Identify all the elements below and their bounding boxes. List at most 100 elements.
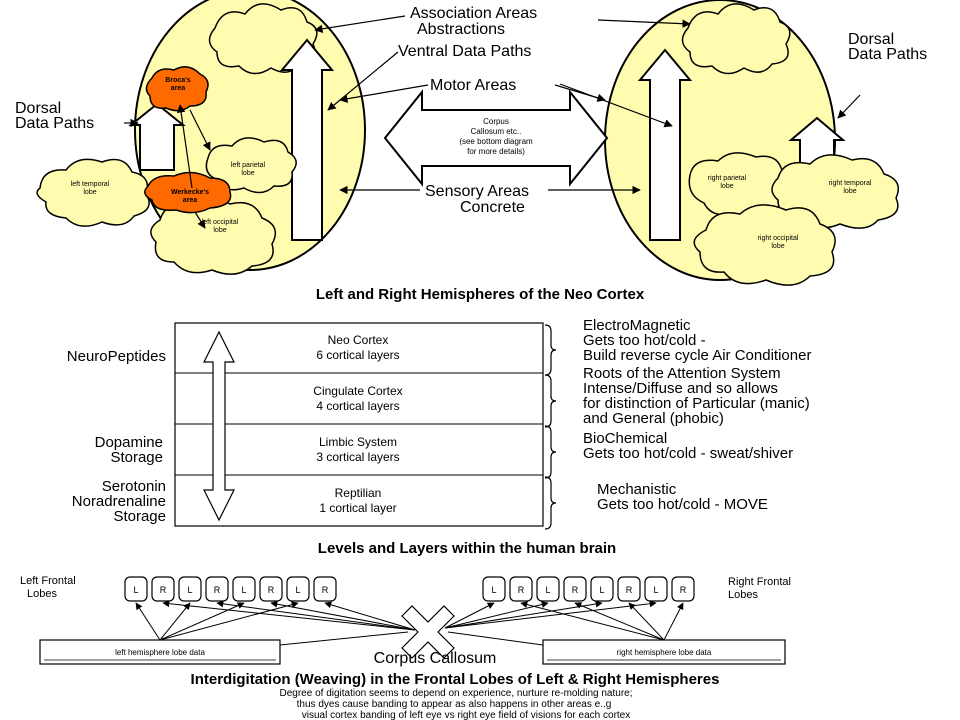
right-temporal-label-1: right temporal xyxy=(829,180,872,187)
serotonin-label-1: Serotonin xyxy=(102,478,166,495)
left-ventral-arrow xyxy=(279,38,335,241)
left-temporal-label-2: lobe xyxy=(83,189,96,196)
right-ventral-arrow xyxy=(637,48,693,241)
left-temporal-label-1: left temporal xyxy=(71,181,110,188)
dorsal-right-label-2: Data Paths xyxy=(848,46,927,63)
weave-line xyxy=(663,602,684,641)
assoc-right-pointer xyxy=(597,19,691,28)
left-frontal-cell xyxy=(124,576,148,602)
right-frontal-label-2: Lobes xyxy=(728,589,758,601)
right-frontal-cell xyxy=(563,576,587,602)
left-temporal-lobe xyxy=(36,158,150,227)
corpus-box-line-3: (see bottom diagram xyxy=(459,137,533,146)
note-1-line-3: Build reverse cycle Air Conditioner xyxy=(583,347,811,364)
right-parietal-label-1: right parietal xyxy=(708,175,747,182)
right-frontal-cell-label: L xyxy=(491,585,496,595)
broca-parietal-line xyxy=(189,109,211,151)
weave-line xyxy=(444,600,603,629)
left-frontal-cell-label: R xyxy=(160,585,167,595)
left-frontal-label-2: Lobes xyxy=(27,588,57,600)
left-frontal-cell xyxy=(178,576,202,602)
broca-wernicke-line xyxy=(176,104,193,189)
note-2-line-1: Roots of the Attention System xyxy=(583,365,781,382)
serotonin-label-3: Storage xyxy=(113,508,166,525)
layer-4-name: Reptilian xyxy=(335,486,382,500)
right-frontal-cell-label: R xyxy=(572,585,579,595)
weave-line xyxy=(159,601,299,641)
weave-line xyxy=(444,601,549,629)
right-frontal-cell-label: L xyxy=(545,585,550,595)
dopamine-label-2: Storage xyxy=(110,449,163,466)
weave-line xyxy=(444,602,495,629)
weave-line xyxy=(628,602,665,641)
weave-line xyxy=(270,600,416,631)
left-frontal-cell xyxy=(232,576,256,602)
corpus-double-arrow xyxy=(383,89,609,187)
motor-right-pointer-2 xyxy=(559,83,673,128)
left-frontal-cell-label: L xyxy=(295,585,300,595)
left-frontal-cell-label: L xyxy=(241,585,246,595)
concrete-label: Concrete xyxy=(460,199,525,216)
left-frontal-cell-label: L xyxy=(187,585,192,595)
dorsal-right-label-1: Dorsal xyxy=(848,31,894,48)
ventral-data-paths-label: Ventral Data Paths xyxy=(398,43,531,60)
right-frontal-label-1: Right Frontal xyxy=(728,576,791,588)
layers-caption: Levels and Layers within the human brain xyxy=(318,540,616,557)
right-occipital-lobe xyxy=(693,204,836,286)
layer-2-name: Cingulate Cortex xyxy=(313,384,402,398)
note-4-line-1: Mechanistic xyxy=(597,481,677,498)
wernicke-label-1: Werkecke's xyxy=(171,189,209,196)
weave-lines xyxy=(135,600,684,646)
left-parietal-label-2: lobe xyxy=(241,170,254,177)
brace-1 xyxy=(544,324,557,376)
weave-line xyxy=(159,602,245,641)
left-frontal-cell-label: R xyxy=(322,585,329,595)
layer-1-name: Neo Cortex xyxy=(328,333,389,347)
frontal-section: Left Frontal Lobes Right Frontal Lobes L… xyxy=(20,575,791,720)
wernicke-area xyxy=(144,171,232,214)
right-occipital-label-1: right occipital xyxy=(758,235,799,242)
layers-double-arrow xyxy=(203,330,235,522)
right-frontal-cell xyxy=(509,576,533,602)
neuropeptides-label: NeuroPeptides xyxy=(67,348,166,365)
right-data-box-label: right hemisphere lobe data xyxy=(617,648,712,657)
layer-1-detail: 6 cortical layers xyxy=(316,348,399,362)
brace-4 xyxy=(544,476,557,530)
right-frontal-cell-label: R xyxy=(680,585,687,595)
note-4-line-2: Gets too hot/cold - MOVE xyxy=(597,496,768,513)
note-3-line-1: BioChemical xyxy=(583,430,667,447)
brace-3 xyxy=(544,425,557,479)
layer-4-detail: 1 cortical layer xyxy=(319,501,396,515)
dorsal-left-label-1: Dorsal xyxy=(15,100,61,117)
right-frontal-cell xyxy=(482,576,506,602)
weave-line xyxy=(574,602,665,641)
layer-3-detail: 3 cortical layers xyxy=(316,450,399,464)
weave-line xyxy=(279,631,409,646)
layers-section: Neo Cortex 6 cortical layers Cingulate C… xyxy=(67,317,812,557)
left-frontal-cell xyxy=(313,576,337,602)
frontal-note-3: visual cortex banding of left eye vs rig… xyxy=(302,710,631,720)
note-2-line-3: for distinction of Particular (manic) xyxy=(583,395,810,412)
hemispheres-caption: Left and Right Hemispheres of the Neo Co… xyxy=(316,286,645,303)
note-2-line-4: and General (phobic) xyxy=(583,410,724,427)
broca-area xyxy=(145,66,209,112)
right-parietal-label-2: lobe xyxy=(720,183,733,190)
note-1-line-2: Gets too hot/cold - xyxy=(583,332,706,349)
right-frontal-cell xyxy=(617,576,641,602)
left-frontal-cell xyxy=(286,576,310,602)
frontal-caption: Interdigitation (Weaving) in the Frontal… xyxy=(191,671,720,688)
right-association-cloud xyxy=(681,3,791,75)
left-data-box-label: left hemisphere lobe data xyxy=(115,648,205,657)
serotonin-label-2: Noradrenaline xyxy=(72,493,166,510)
sensory-areas-label: Sensory Areas xyxy=(425,183,529,200)
note-2-line-2: Intense/Diffuse and so allows xyxy=(583,380,778,397)
frontal-note-2: thus dyes cause banding to appear as als… xyxy=(297,699,612,710)
motor-areas-label: Motor Areas xyxy=(430,77,516,94)
weave-line xyxy=(447,631,544,646)
layer-3-name: Limbic System xyxy=(319,435,397,449)
left-frontal-label-1: Left Frontal xyxy=(20,575,76,587)
weave-line xyxy=(324,601,416,631)
left-occipital-label-2: lobe xyxy=(213,227,226,234)
